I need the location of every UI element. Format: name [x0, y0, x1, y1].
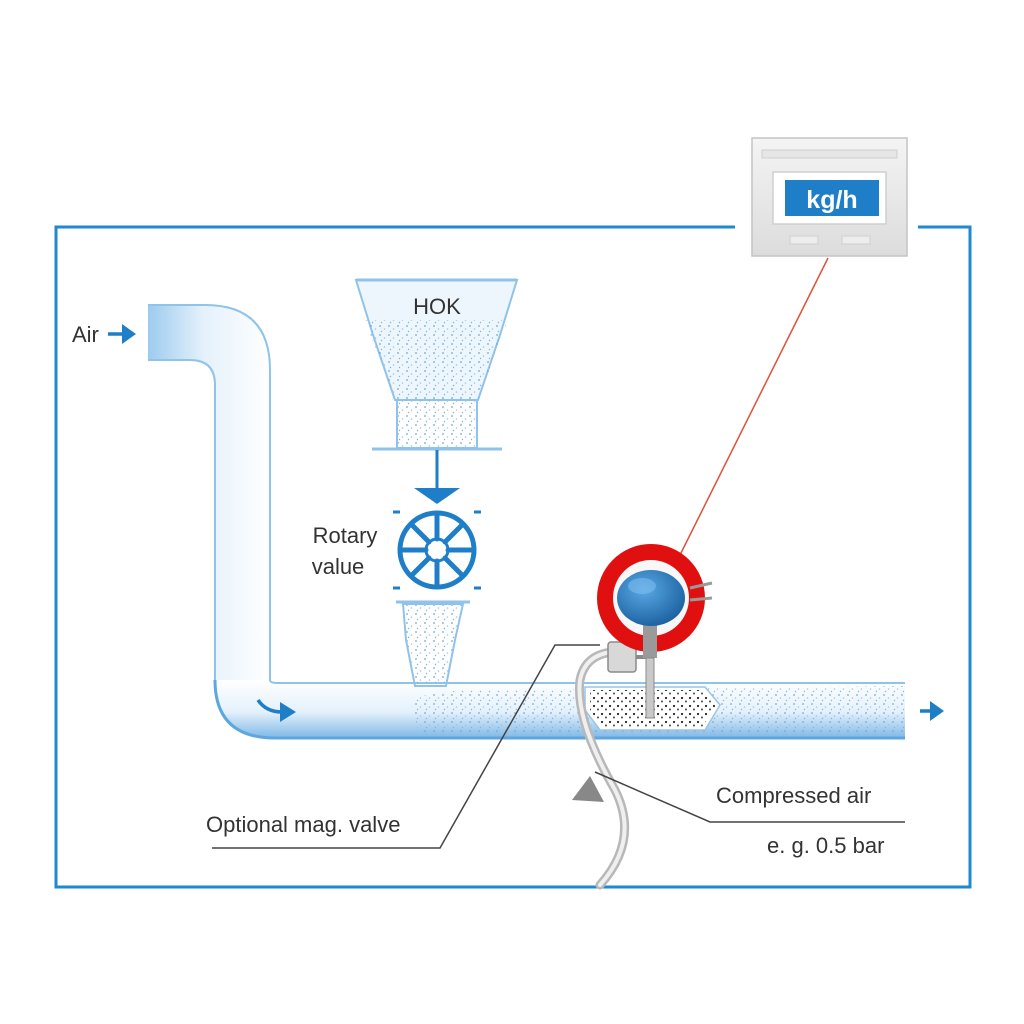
flow-sensor-icon	[597, 544, 713, 719]
rotary-label-line1: Rotary	[313, 523, 378, 548]
feed-funnel	[401, 603, 465, 687]
air-label: Air	[72, 322, 99, 347]
compressed-air-arrow-icon	[572, 776, 604, 802]
display-unit: kg/h	[751, 137, 908, 257]
signal-line	[679, 257, 829, 556]
display-value: kg/h	[806, 186, 857, 214]
compressed-leader-line	[594, 771, 905, 823]
hopper-label: HOK	[413, 294, 461, 319]
flow-curve-arrow-icon	[256, 698, 296, 722]
rotary-label-line2: value	[312, 554, 365, 579]
flow-direction-arrow	[414, 488, 460, 504]
pipe-elbow-top	[148, 305, 270, 680]
display-screen	[785, 180, 879, 216]
pressure-label: e. g. 0.5 bar	[767, 833, 884, 858]
valve-leader-line	[212, 644, 600, 849]
outlet-arrow-icon	[920, 701, 944, 721]
hopper-neck	[396, 399, 478, 449]
air-inlet-arrow-icon	[108, 324, 136, 344]
compressed-label: Compressed air	[716, 783, 871, 808]
diagram-frame	[54, 225, 972, 889]
rotary-valve-icon	[393, 510, 481, 590]
valve-label: Optional mag. valve	[206, 812, 400, 837]
